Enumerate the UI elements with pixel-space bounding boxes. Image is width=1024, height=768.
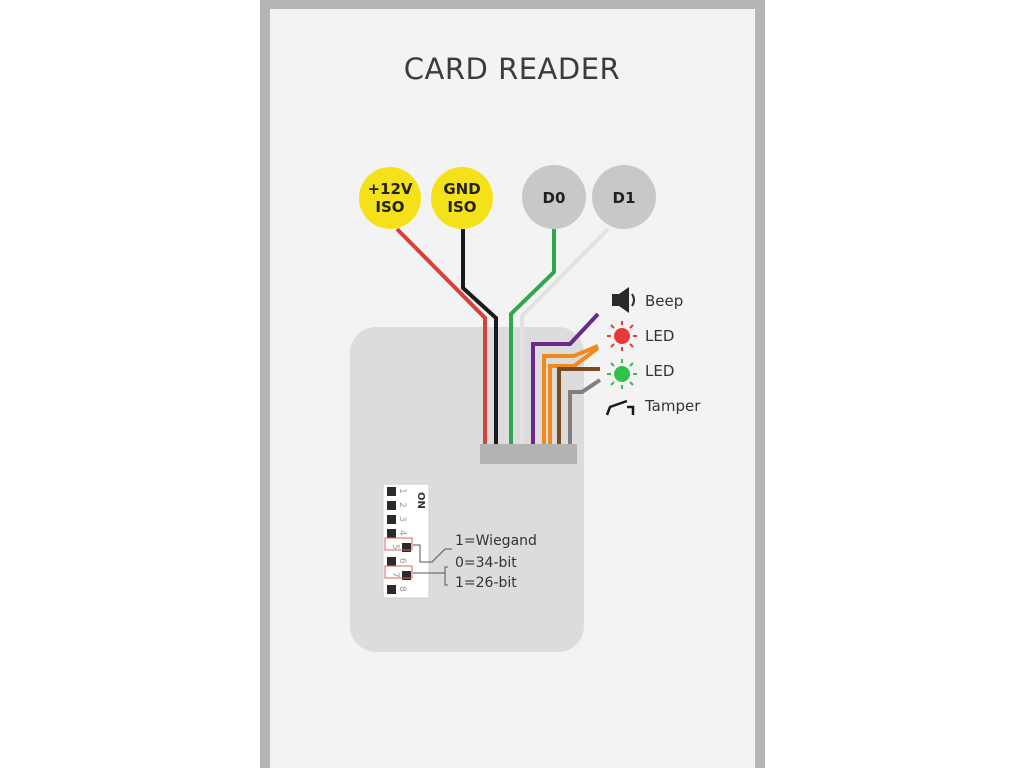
dip-switch-number: 4 [397, 530, 407, 536]
output-led-red-label: LED [645, 327, 674, 345]
terminal-gnd: GND ISO [431, 167, 493, 229]
dip-switch-number: 7 [390, 572, 400, 578]
terminal-vcc-line1: +12V [367, 180, 412, 198]
terminal-d0-label: D0 [543, 189, 566, 207]
wire-purple [531, 312, 600, 444]
dip-on-label: ON [415, 492, 426, 509]
terminal-d0: D0 [522, 165, 586, 229]
terminal-gnd-line2: ISO [447, 198, 476, 216]
terminal-d1: D1 [592, 165, 656, 229]
terminal-gnd-line1: GND [443, 180, 480, 198]
speaker-icon [612, 287, 635, 313]
wire-white [520, 227, 610, 444]
green-led-icon [607, 359, 637, 389]
wire-red [395, 227, 487, 444]
wire-green [509, 229, 556, 444]
wire-bundle [395, 227, 610, 444]
dip-switch-5: 5 [390, 543, 411, 552]
dip-switch-number: 3 [397, 516, 407, 522]
wire-black [461, 229, 498, 444]
output-beep-label: Beep [645, 292, 683, 310]
tamper-switch-icon [605, 399, 635, 416]
red-led-icon [607, 321, 637, 351]
wire-brown [557, 367, 600, 444]
dip-switch-number: 5 [390, 544, 400, 550]
dip-note-26bit: 1=26-bit [455, 575, 517, 591]
dip-note-wiegand: 1=Wiegand [455, 533, 537, 549]
output-led-green-label: LED [645, 362, 674, 380]
dip-switch-block: ON 1 2 3 4 5 6 7 8 [382, 483, 430, 599]
dip-switch-number: 1 [397, 488, 407, 494]
wire-connector [480, 444, 577, 464]
dip-switch-1: 1 [387, 487, 407, 496]
terminal-d1-label: D1 [613, 189, 636, 207]
dip-switch-2: 2 [387, 501, 407, 510]
dip-note-34bit: 0=34-bit [455, 555, 517, 571]
wire-orange [542, 344, 599, 444]
dip-switch-number: 2 [397, 502, 407, 508]
dip-switch-3: 3 [387, 515, 407, 524]
wire-gray [568, 378, 602, 444]
wire-orange-2 [548, 346, 600, 444]
dip-switch-number: 8 [397, 586, 407, 592]
dip-switch-8: 8 [387, 585, 407, 594]
dip-switch-7: 7 [390, 571, 411, 580]
output-tamper-label: Tamper [644, 397, 701, 415]
dip-switch-6: 6 [387, 557, 407, 566]
dip-leaders [413, 544, 452, 586]
terminal-vcc: +12V ISO [359, 167, 421, 229]
dip-switch-number: 6 [397, 558, 407, 564]
diagram-title: CARD READER [403, 52, 621, 86]
terminal-vcc-line2: ISO [375, 198, 404, 216]
dip-switch-4: 4 [387, 529, 407, 538]
